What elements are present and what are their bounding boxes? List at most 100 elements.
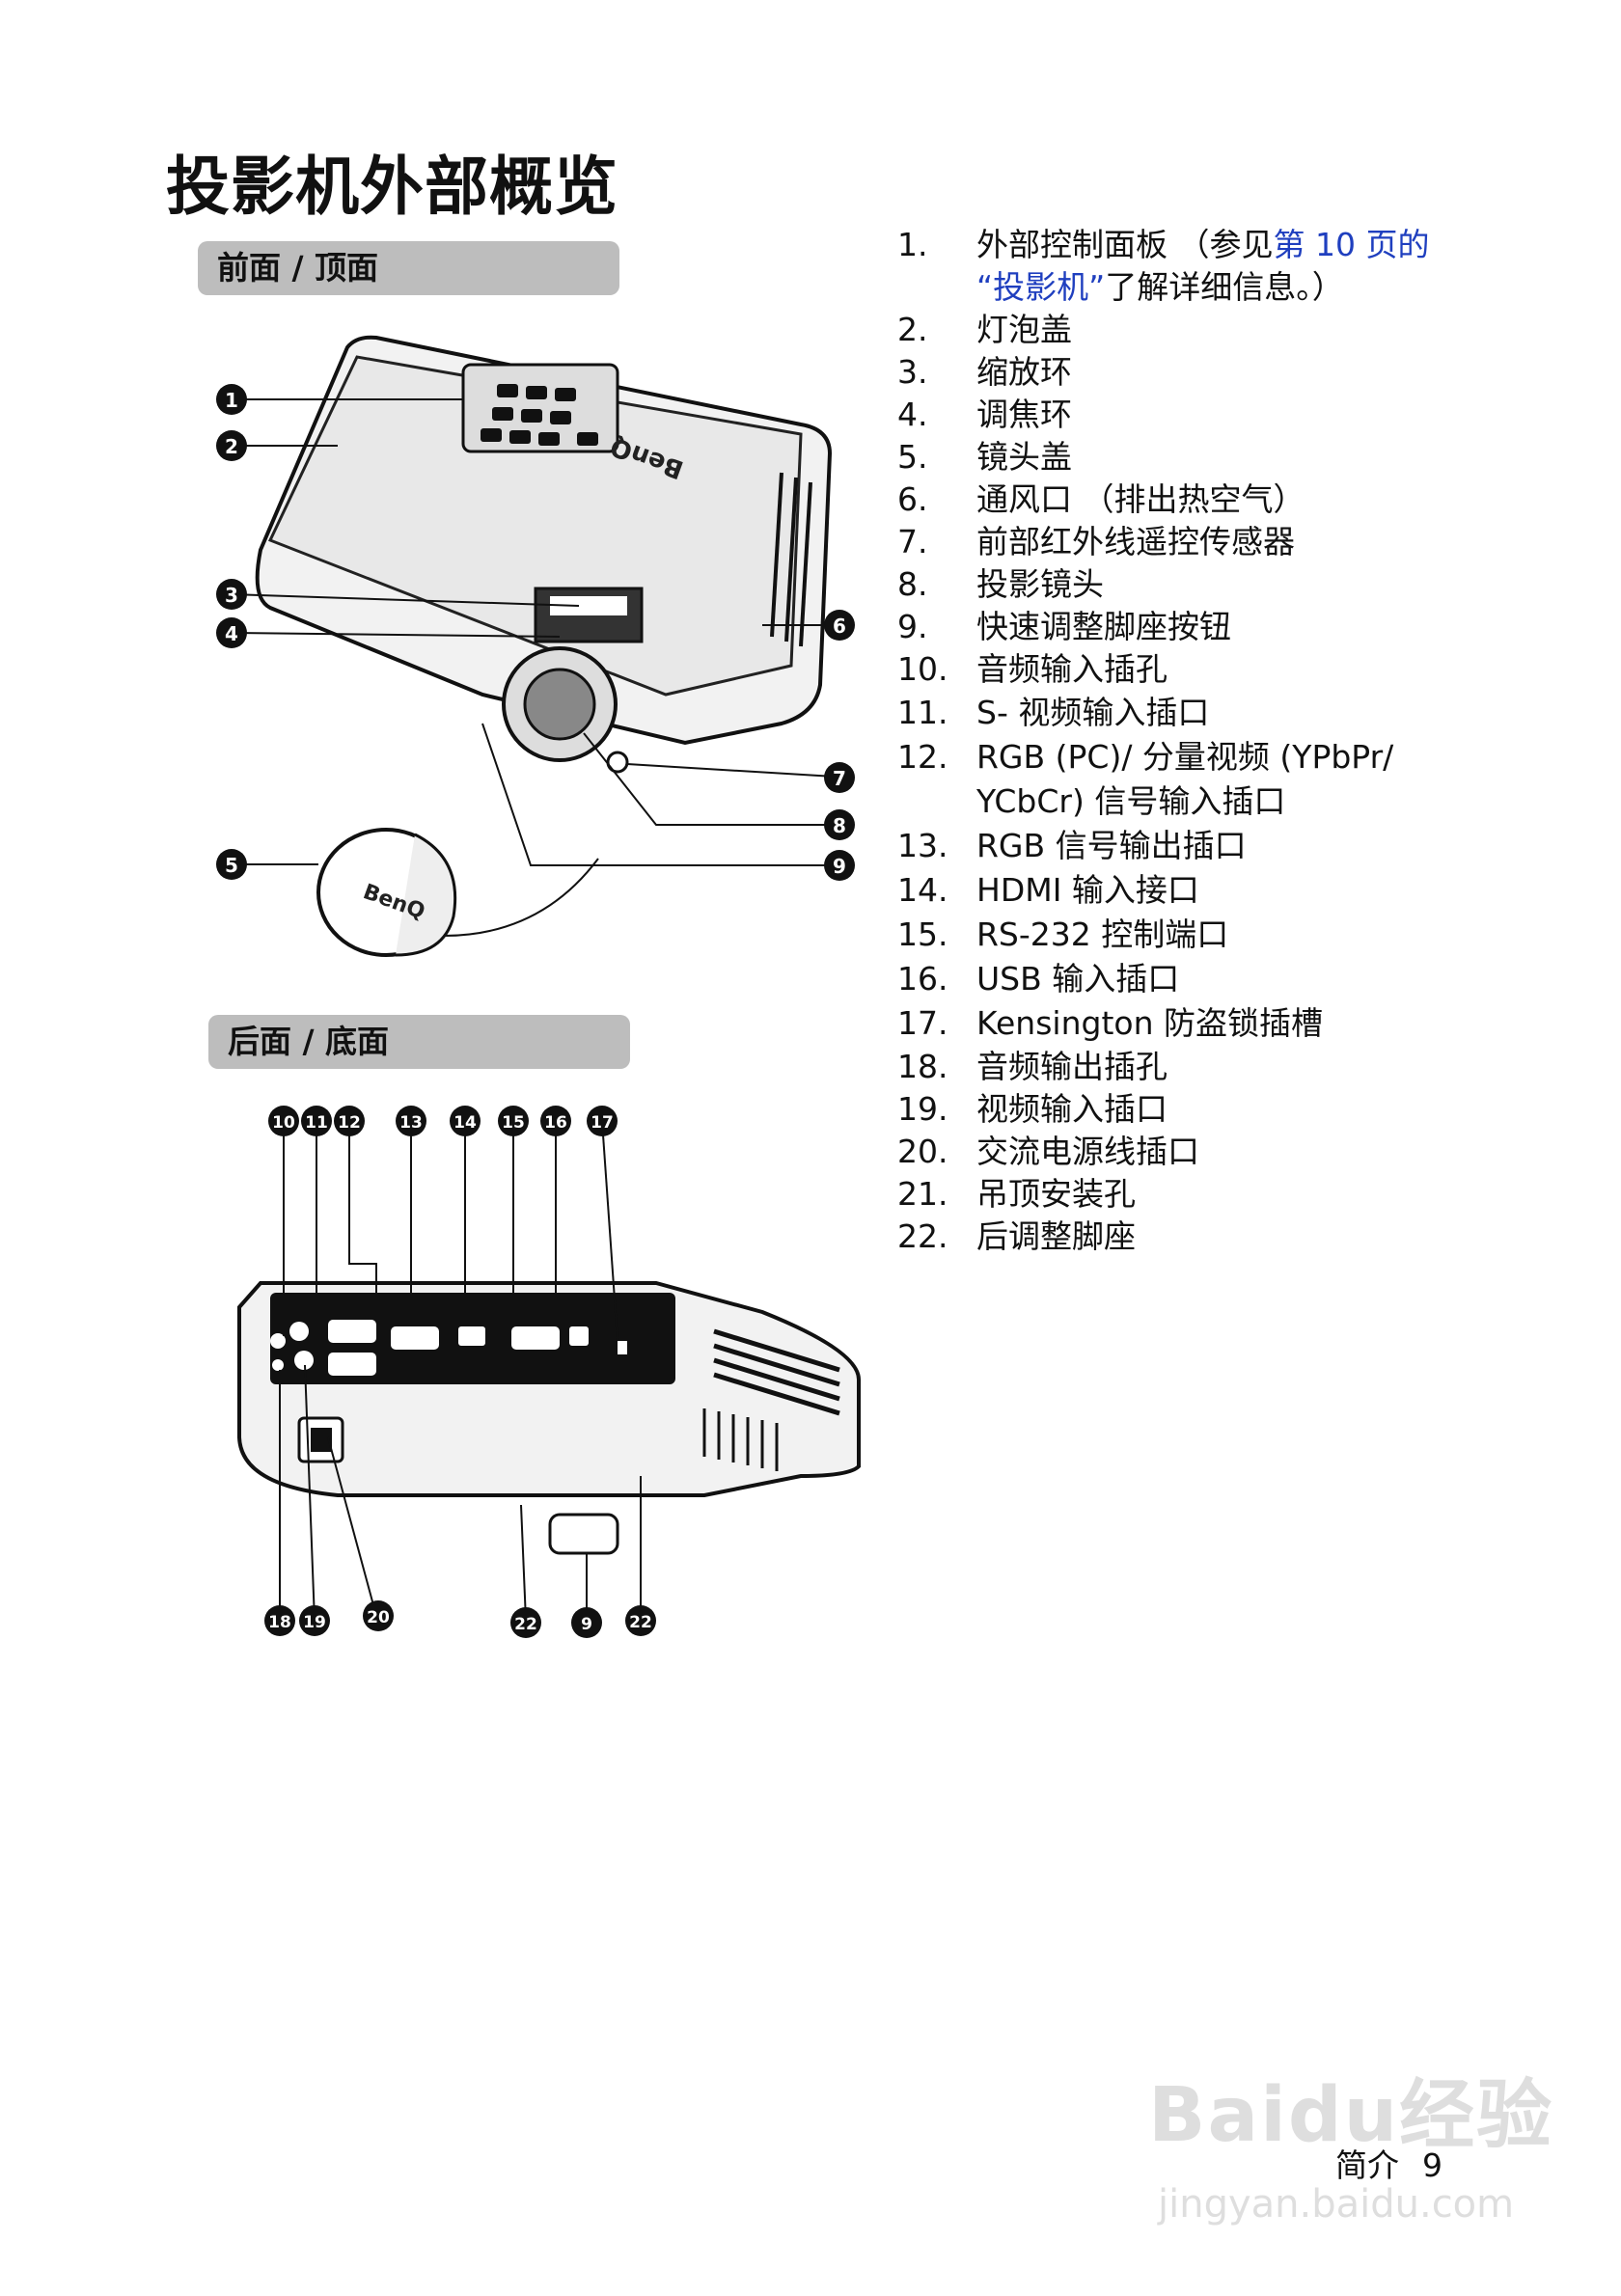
list-item-text: 投影镜头 [976,565,1104,603]
callout-label-15: 15 [502,1113,525,1133]
list-item-text: 视频输入插口 [976,1090,1168,1128]
list-item: 5. 镜头盖 [897,436,1592,478]
list-item-text: 后调整脚座 [976,1217,1136,1255]
list-item: 20. 交流电源线插口 [897,1131,1592,1173]
list-item: 1. 外部控制面板 （参见第 10 页的 “投影机”了解详细信息。） [897,224,1592,309]
list-item-number: 14. [897,871,948,909]
front-projector-figure: BenQ BenQ 1 2 3 4 5 6 7 [216,335,855,957]
list-item-number: 5. [897,438,928,476]
list-item-text: S- 视频输入插口 [976,694,1210,731]
list-item-text: 缩放环 [976,353,1072,391]
list-item-text: 音频输入插孔 [976,650,1168,688]
callout-4 [216,617,247,648]
callout-19 [299,1605,330,1636]
list-item-number: 15. [897,916,948,953]
list-item-number: 13. [897,827,948,864]
callout-label-9-rear: 9 [581,1615,592,1634]
callout-label-2: 2 [225,435,238,458]
list-item-text: RGB 信号输出插口 [976,827,1247,864]
list-item: 2. 灯泡盖 [897,309,1592,351]
page-number: 9 [1422,2146,1442,2184]
callout-3 [216,579,247,610]
list-item-text: 外部控制面板 （参见 [976,226,1274,263]
list-item-number: 6. [897,480,928,518]
callout-label-20: 20 [367,1608,390,1627]
callout-label-3: 3 [225,584,238,607]
projector-reference-link[interactable]: “投影机” [976,268,1106,306]
list-item-text: 镜头盖 [976,438,1072,476]
list-item-text: RS-232 控制端口 [976,916,1229,953]
callout-12 [334,1106,365,1136]
list-item-text-continued: YCbCr) 信号输入插口 [976,782,1286,820]
list-item-number: 11. [897,694,948,731]
list-item: 11. S- 视频输入插口 [897,691,1592,735]
callout-label-5: 5 [225,854,238,877]
list-item: 7. 前部红外线遥控传感器 [897,521,1592,563]
list-item: 14. HDMI 输入接口 [897,868,1592,913]
list-item-number: 12. [897,738,948,776]
callout-15 [498,1106,529,1136]
callout-11 [301,1106,332,1136]
callout-17 [587,1106,618,1136]
callout-9 [824,850,855,881]
callout-label-13: 13 [399,1113,423,1133]
callout-label-14: 14 [453,1113,477,1133]
page-reference-link[interactable]: 第 10 页的 [1273,226,1430,263]
list-item-number: 1. [897,226,928,263]
list-item-number: 2. [897,311,928,348]
callout-14 [450,1106,481,1136]
list-item-text: 灯泡盖 [976,311,1072,348]
callout-7 [824,762,855,793]
list-item-text-continued: 了解详细信息。） [1105,268,1344,306]
list-item-number: 20. [897,1133,948,1170]
callout-label-7: 7 [833,767,846,790]
list-item-number: 21. [897,1175,948,1213]
list-item: 18.音频输出插孔 [897,1046,1592,1088]
list-item-text: 交流电源线插口 [976,1133,1199,1170]
callout-5 [216,849,247,880]
list-item: 8. 投影镜头 [897,563,1592,606]
callout-label-9: 9 [833,855,846,878]
list-item: 13. RGB 信号输出插口 [897,824,1592,868]
list-item-number: 4. [897,396,928,433]
callout-label-6: 6 [833,615,846,638]
list-item: 6.通风口 （排出热空气） [897,478,1592,521]
callout-label-19: 19 [303,1613,326,1632]
list-item: 10.音频输入插孔 [897,648,1592,691]
callout-13 [396,1106,426,1136]
callout-22-left [510,1607,541,1638]
callout-label-22-right: 22 [629,1613,652,1632]
callout-6 [824,610,855,641]
callout-20 [363,1600,394,1631]
callout-label-18: 18 [268,1613,291,1632]
list-item-text: Kensington 防盗锁插槽 [976,1004,1323,1042]
page-title: 投影机外部概览 [166,150,618,224]
callout-18 [264,1605,295,1636]
list-item: 21.吊顶安装孔 [897,1173,1592,1216]
list-item-number: 22. [897,1217,948,1255]
list-item-text: 音频输出插孔 [976,1048,1168,1085]
callout-label-10: 10 [272,1113,295,1133]
callout-label-16: 16 [544,1113,567,1133]
callout-22-right [625,1605,656,1636]
list-item-number: 17. [897,1004,948,1042]
section-heading-rear: 后面 / 底面 [208,1015,630,1069]
list-item-number: 8. [897,565,928,603]
list-item-text: HDMI 输入接口 [976,871,1199,909]
callout-label-17: 17 [591,1113,614,1133]
list-item-text: USB 输入插口 [976,960,1180,998]
list-item: 9. 快速调整脚座按钮 [897,606,1592,648]
list-item: 22. 后调整脚座 [897,1216,1592,1258]
list-item-text: 快速调整脚座按钮 [976,608,1231,645]
list-item-number: 7. [897,523,928,560]
callout-label-1: 1 [225,389,238,412]
section-heading-front: 前面 / 顶面 [198,241,619,295]
list-item: 4.调焦环 [897,394,1592,436]
list-item-text: 前部红外线遥控传感器 [976,523,1295,560]
list-item: 3.缩放环 [897,351,1592,394]
list-item-number: 9. [897,608,928,645]
callout-8 [824,809,855,840]
callout-label-22-left: 22 [514,1615,537,1634]
list-item-number: 16. [897,960,948,998]
